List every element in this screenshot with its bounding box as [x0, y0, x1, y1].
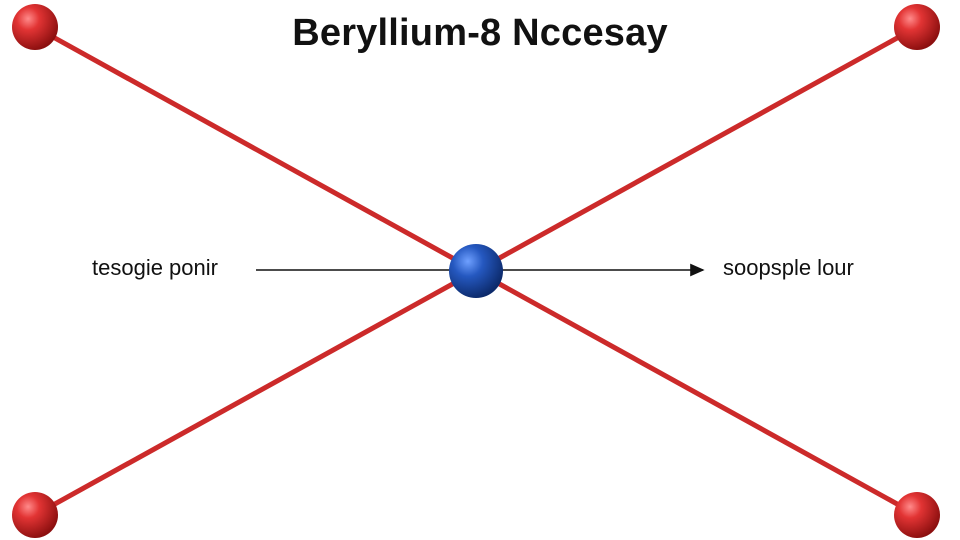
- red-sphere-icon-top-left: [12, 4, 58, 50]
- right-label: soopsple lour: [723, 255, 854, 280]
- page-title: Beryllium-8 Nccesay: [292, 12, 668, 54]
- red-sphere-icon-bottom-left: [12, 492, 58, 538]
- left-label: tesogie ponir: [92, 255, 218, 280]
- blue-sphere-icon-center: [449, 244, 503, 298]
- red-sphere-icon-top-right: [894, 4, 940, 50]
- red-sphere-icon-bottom-right: [894, 492, 940, 538]
